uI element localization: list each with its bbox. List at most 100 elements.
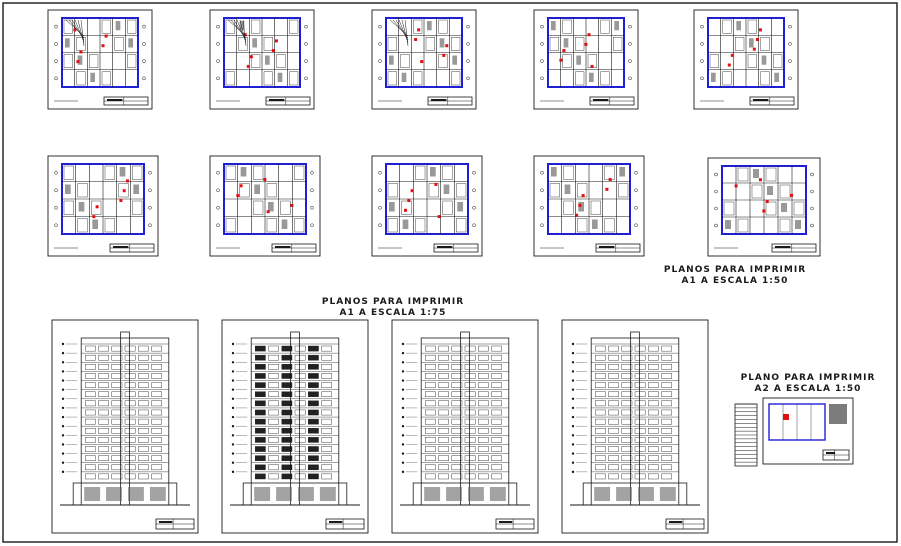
level-marker	[401, 443, 405, 446]
level-marker	[61, 397, 65, 400]
label-a1-scale-175: PLANOS PARA IMPRIMIR A1 A ESCALA 1:75	[318, 297, 468, 319]
red-marker	[119, 199, 123, 202]
floor-plan-sheet	[209, 155, 321, 257]
red-marker	[590, 64, 594, 68]
level-marker	[571, 415, 575, 419]
red-marker	[608, 178, 612, 181]
level-marker	[61, 470, 65, 474]
level-marker	[61, 434, 65, 437]
red-marker	[290, 203, 294, 207]
level-marker	[571, 452, 575, 455]
level-marker	[231, 461, 235, 464]
red-marker	[758, 178, 762, 182]
label-line: A2 A ESCALA 1:50	[754, 384, 862, 394]
level-marker	[231, 351, 235, 355]
level-marker	[571, 434, 575, 437]
level-marker	[571, 397, 575, 400]
red-marker	[239, 184, 243, 188]
floor-plan-sheet	[371, 9, 477, 110]
red-marker	[246, 64, 250, 68]
red-marker	[407, 199, 411, 202]
level-marker	[231, 370, 235, 373]
sheet-frame	[391, 319, 539, 534]
red-marker	[562, 49, 566, 53]
label-line: A1 A ESCALA 1:50	[681, 276, 789, 286]
red-marker	[414, 38, 418, 42]
sheet-frame	[221, 319, 369, 534]
red-marker	[125, 179, 129, 183]
red-marker	[249, 55, 253, 59]
level-marker	[401, 452, 405, 455]
red-marker	[271, 49, 275, 53]
sheet-frame	[561, 319, 709, 534]
red-marker	[442, 53, 446, 57]
level-marker	[571, 443, 575, 446]
red-marker	[263, 178, 267, 181]
red-marker	[762, 209, 766, 213]
level-marker	[401, 361, 405, 364]
floor-plan-sheet	[209, 9, 315, 110]
elevation-sheet	[561, 319, 709, 534]
red-marker	[434, 182, 438, 186]
red-marker	[783, 414, 789, 420]
level-marker	[231, 361, 235, 364]
red-marker	[581, 194, 585, 198]
level-marker	[401, 397, 405, 400]
level-marker	[61, 443, 65, 446]
red-marker	[404, 208, 408, 212]
red-marker	[410, 189, 414, 193]
level-marker	[571, 342, 575, 346]
level-marker	[571, 370, 575, 373]
red-marker	[790, 193, 794, 197]
level-marker	[571, 406, 575, 410]
floor-plan-sheet	[47, 9, 153, 110]
floor-plan-sheet	[693, 9, 799, 110]
level-marker	[231, 415, 235, 419]
level-marker	[61, 461, 65, 464]
level-marker	[231, 379, 235, 382]
elevation-sheet	[51, 319, 199, 534]
level-marker	[401, 342, 405, 346]
red-marker	[274, 39, 278, 43]
red-marker	[730, 53, 734, 57]
level-marker	[61, 379, 65, 382]
level-marker	[571, 461, 575, 464]
red-marker	[243, 33, 247, 37]
red-marker	[752, 47, 756, 51]
level-marker	[61, 370, 65, 373]
level-marker	[61, 342, 65, 346]
label-a1-scale-150: PLANOS PARA IMPRIMIR A1 A ESCALA 1:50	[660, 265, 810, 287]
red-marker	[758, 28, 762, 32]
floor-plan-sheet	[47, 155, 159, 257]
red-marker	[95, 205, 99, 209]
level-marker	[61, 406, 65, 410]
level-marker	[231, 470, 235, 474]
red-marker	[76, 60, 80, 64]
level-marker	[61, 361, 65, 364]
level-marker	[401, 434, 405, 437]
level-marker	[231, 397, 235, 400]
level-marker	[401, 425, 405, 428]
red-marker	[122, 189, 126, 193]
level-marker	[61, 388, 65, 391]
red-marker	[101, 44, 105, 48]
red-marker	[587, 33, 591, 37]
elevation-sheet	[221, 319, 369, 534]
level-marker	[401, 461, 405, 464]
red-marker	[605, 187, 609, 191]
red-marker	[445, 44, 449, 48]
red-marker	[236, 194, 240, 198]
red-marker	[575, 213, 579, 217]
level-marker	[571, 425, 575, 428]
red-marker	[578, 203, 582, 207]
level-marker	[401, 415, 405, 419]
red-marker	[755, 38, 759, 42]
label-line: A1 A ESCALA 1:75	[339, 308, 447, 318]
floor-plan-sheet	[533, 9, 639, 110]
tower-elevation-small	[734, 403, 758, 467]
level-marker	[401, 370, 405, 373]
level-marker	[571, 379, 575, 382]
label-a2-scale-150: PLANO PARA IMPRIMIR A2 A ESCALA 1:50	[733, 373, 883, 395]
sheet-frame	[51, 319, 199, 534]
